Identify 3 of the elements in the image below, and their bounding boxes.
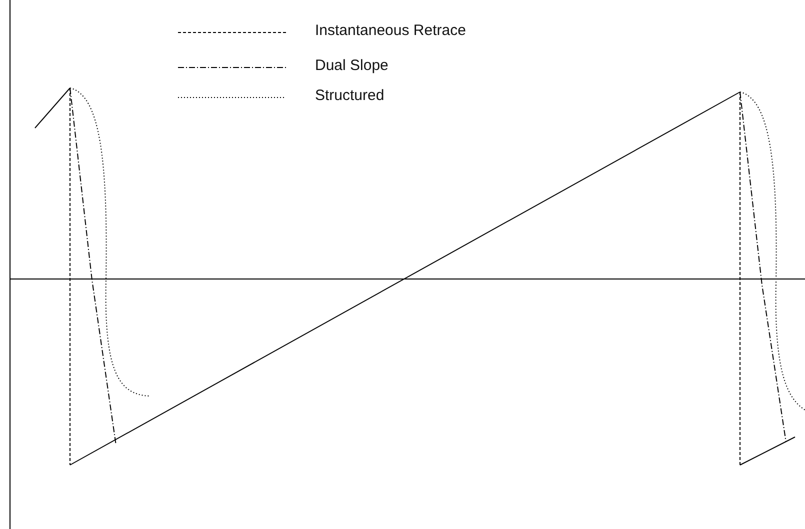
legend-label: Dual Slope — [315, 57, 388, 74]
legend-label: Instantaneous Retrace — [315, 22, 466, 39]
legend-label: Structured — [315, 87, 384, 104]
